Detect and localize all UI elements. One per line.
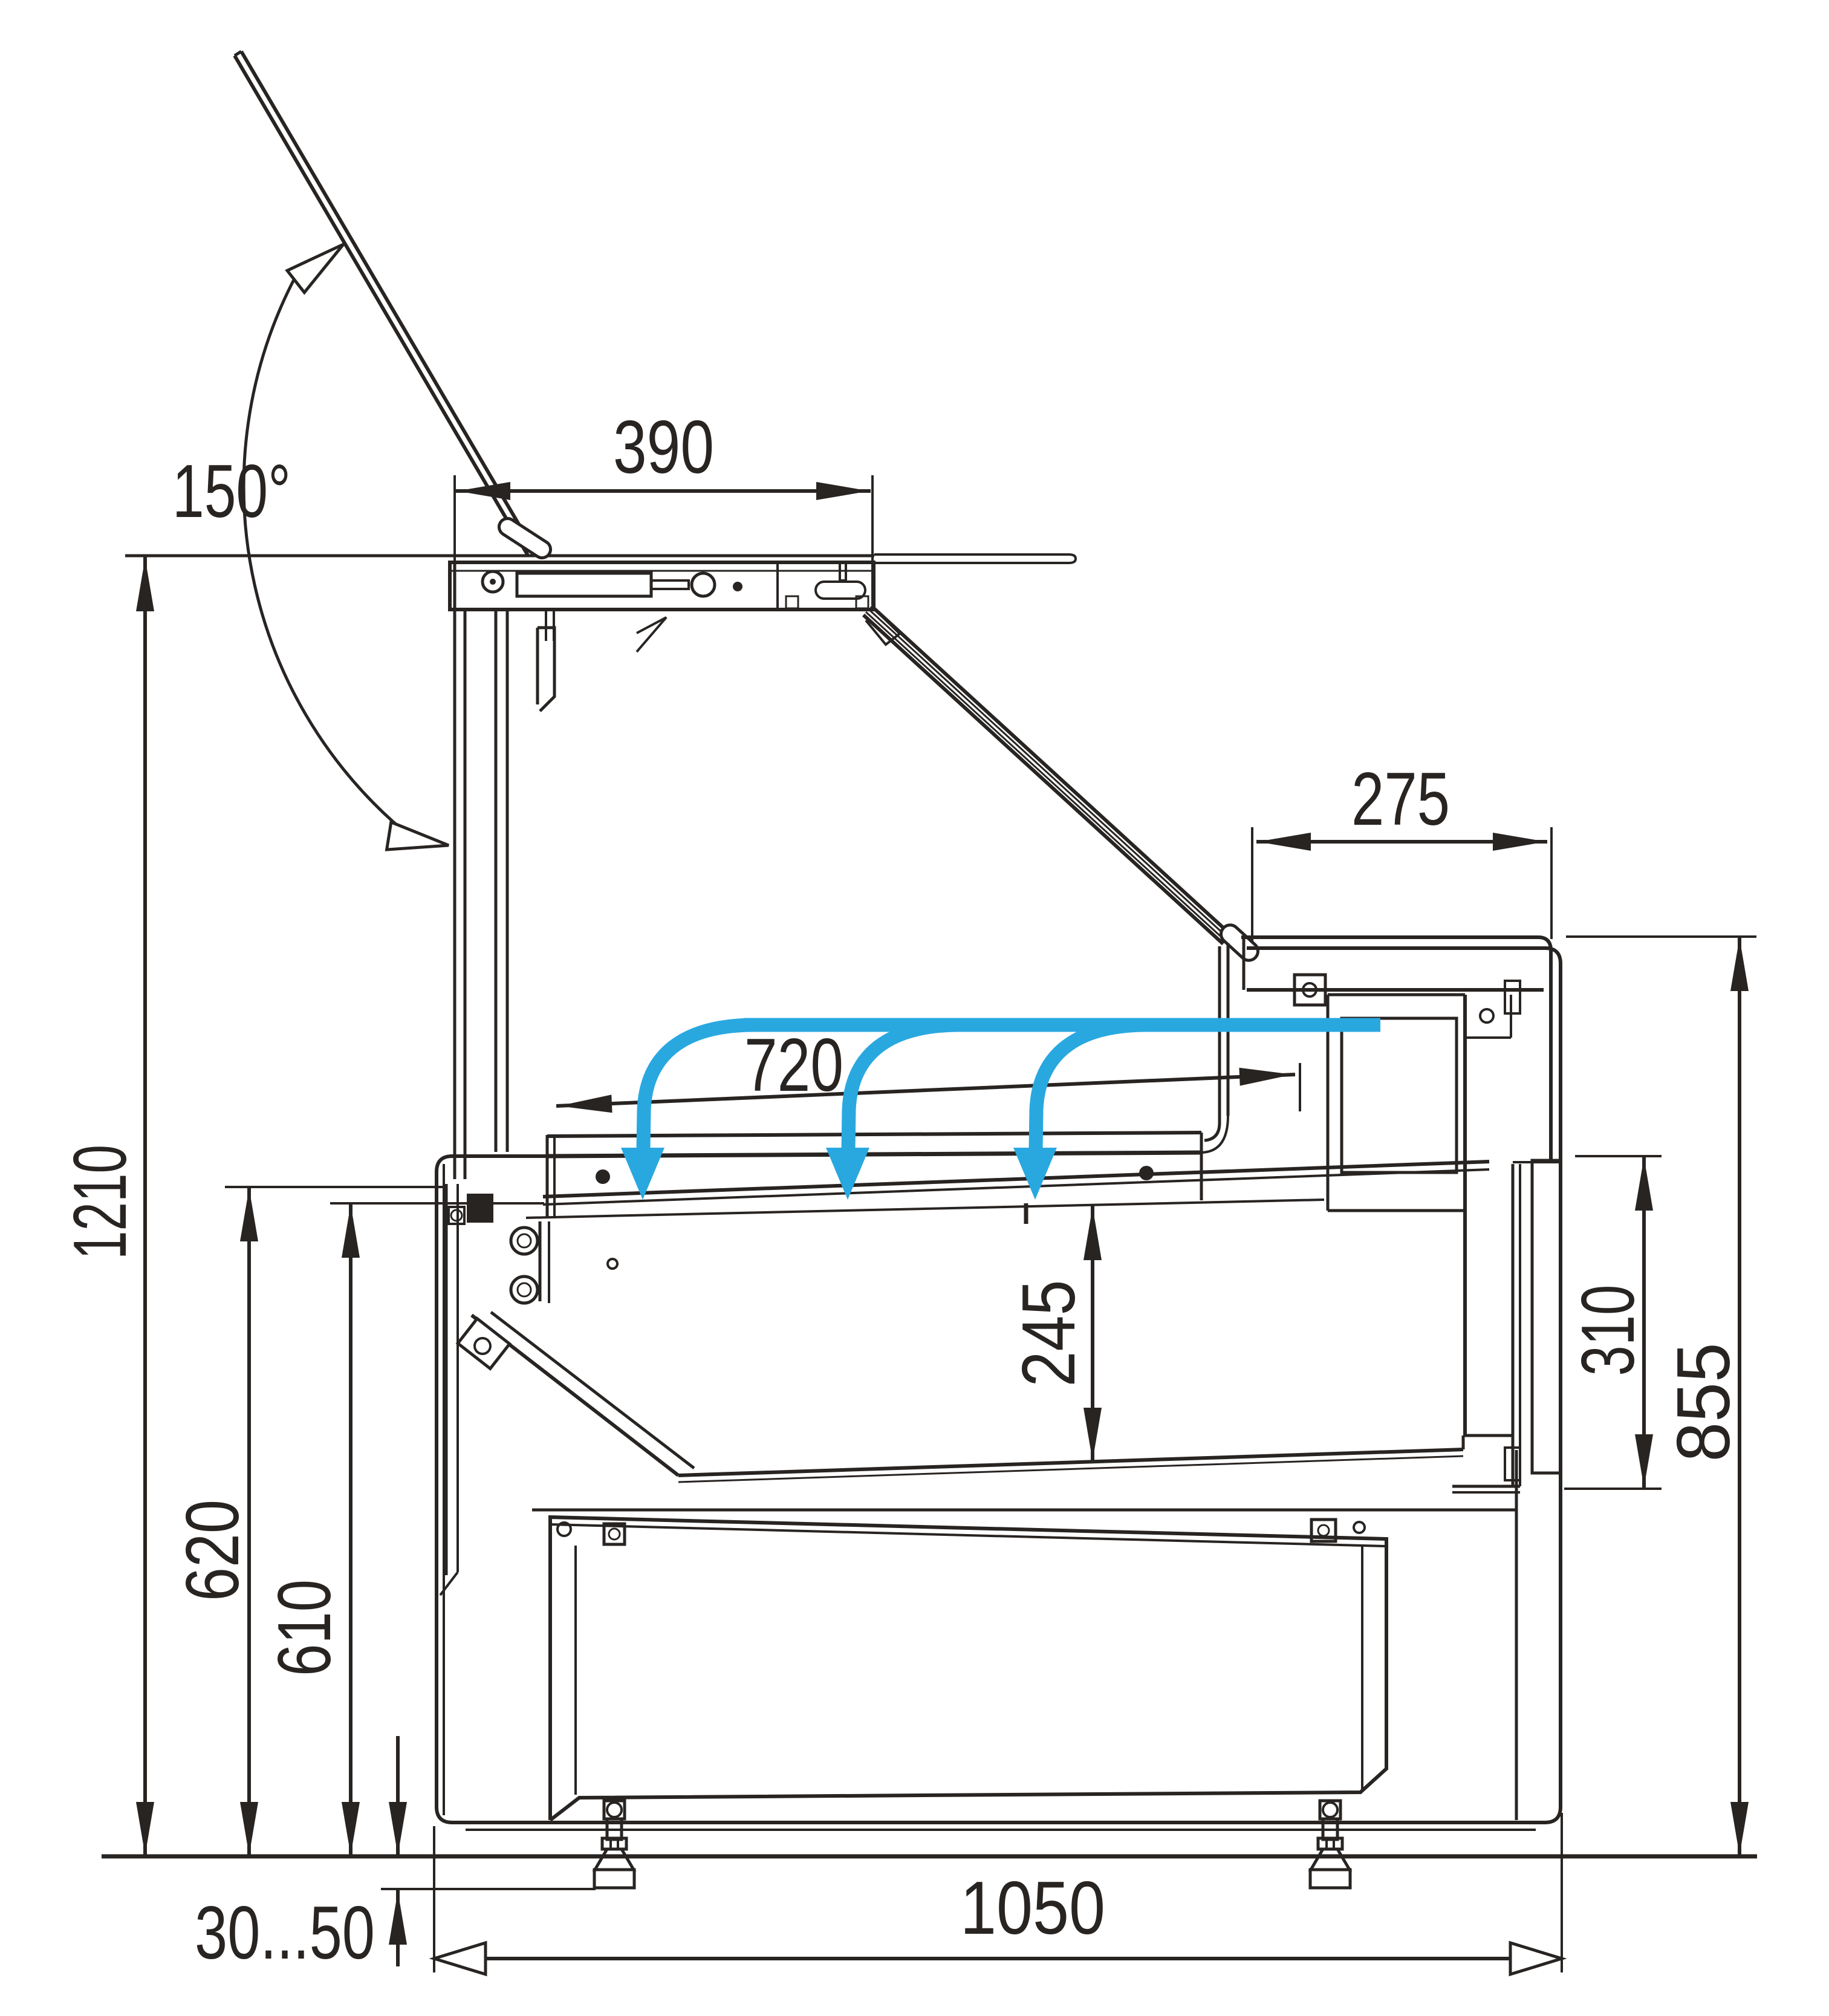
svg-text:1210: 1210 [59,1145,142,1260]
svg-text:30...50: 30...50 [195,1891,375,1975]
svg-text:1050: 1050 [960,1867,1105,1950]
svg-text:610: 610 [263,1579,346,1676]
svg-text:275: 275 [1351,758,1450,841]
svg-text:620: 620 [171,1500,255,1601]
svg-text:720: 720 [744,1024,843,1107]
svg-text:855: 855 [1662,1343,1746,1462]
svg-text:390: 390 [613,406,714,489]
svg-text:310: 310 [1567,1285,1650,1376]
svg-text:245: 245 [1007,1280,1091,1387]
svg-text:150°: 150° [172,450,291,533]
